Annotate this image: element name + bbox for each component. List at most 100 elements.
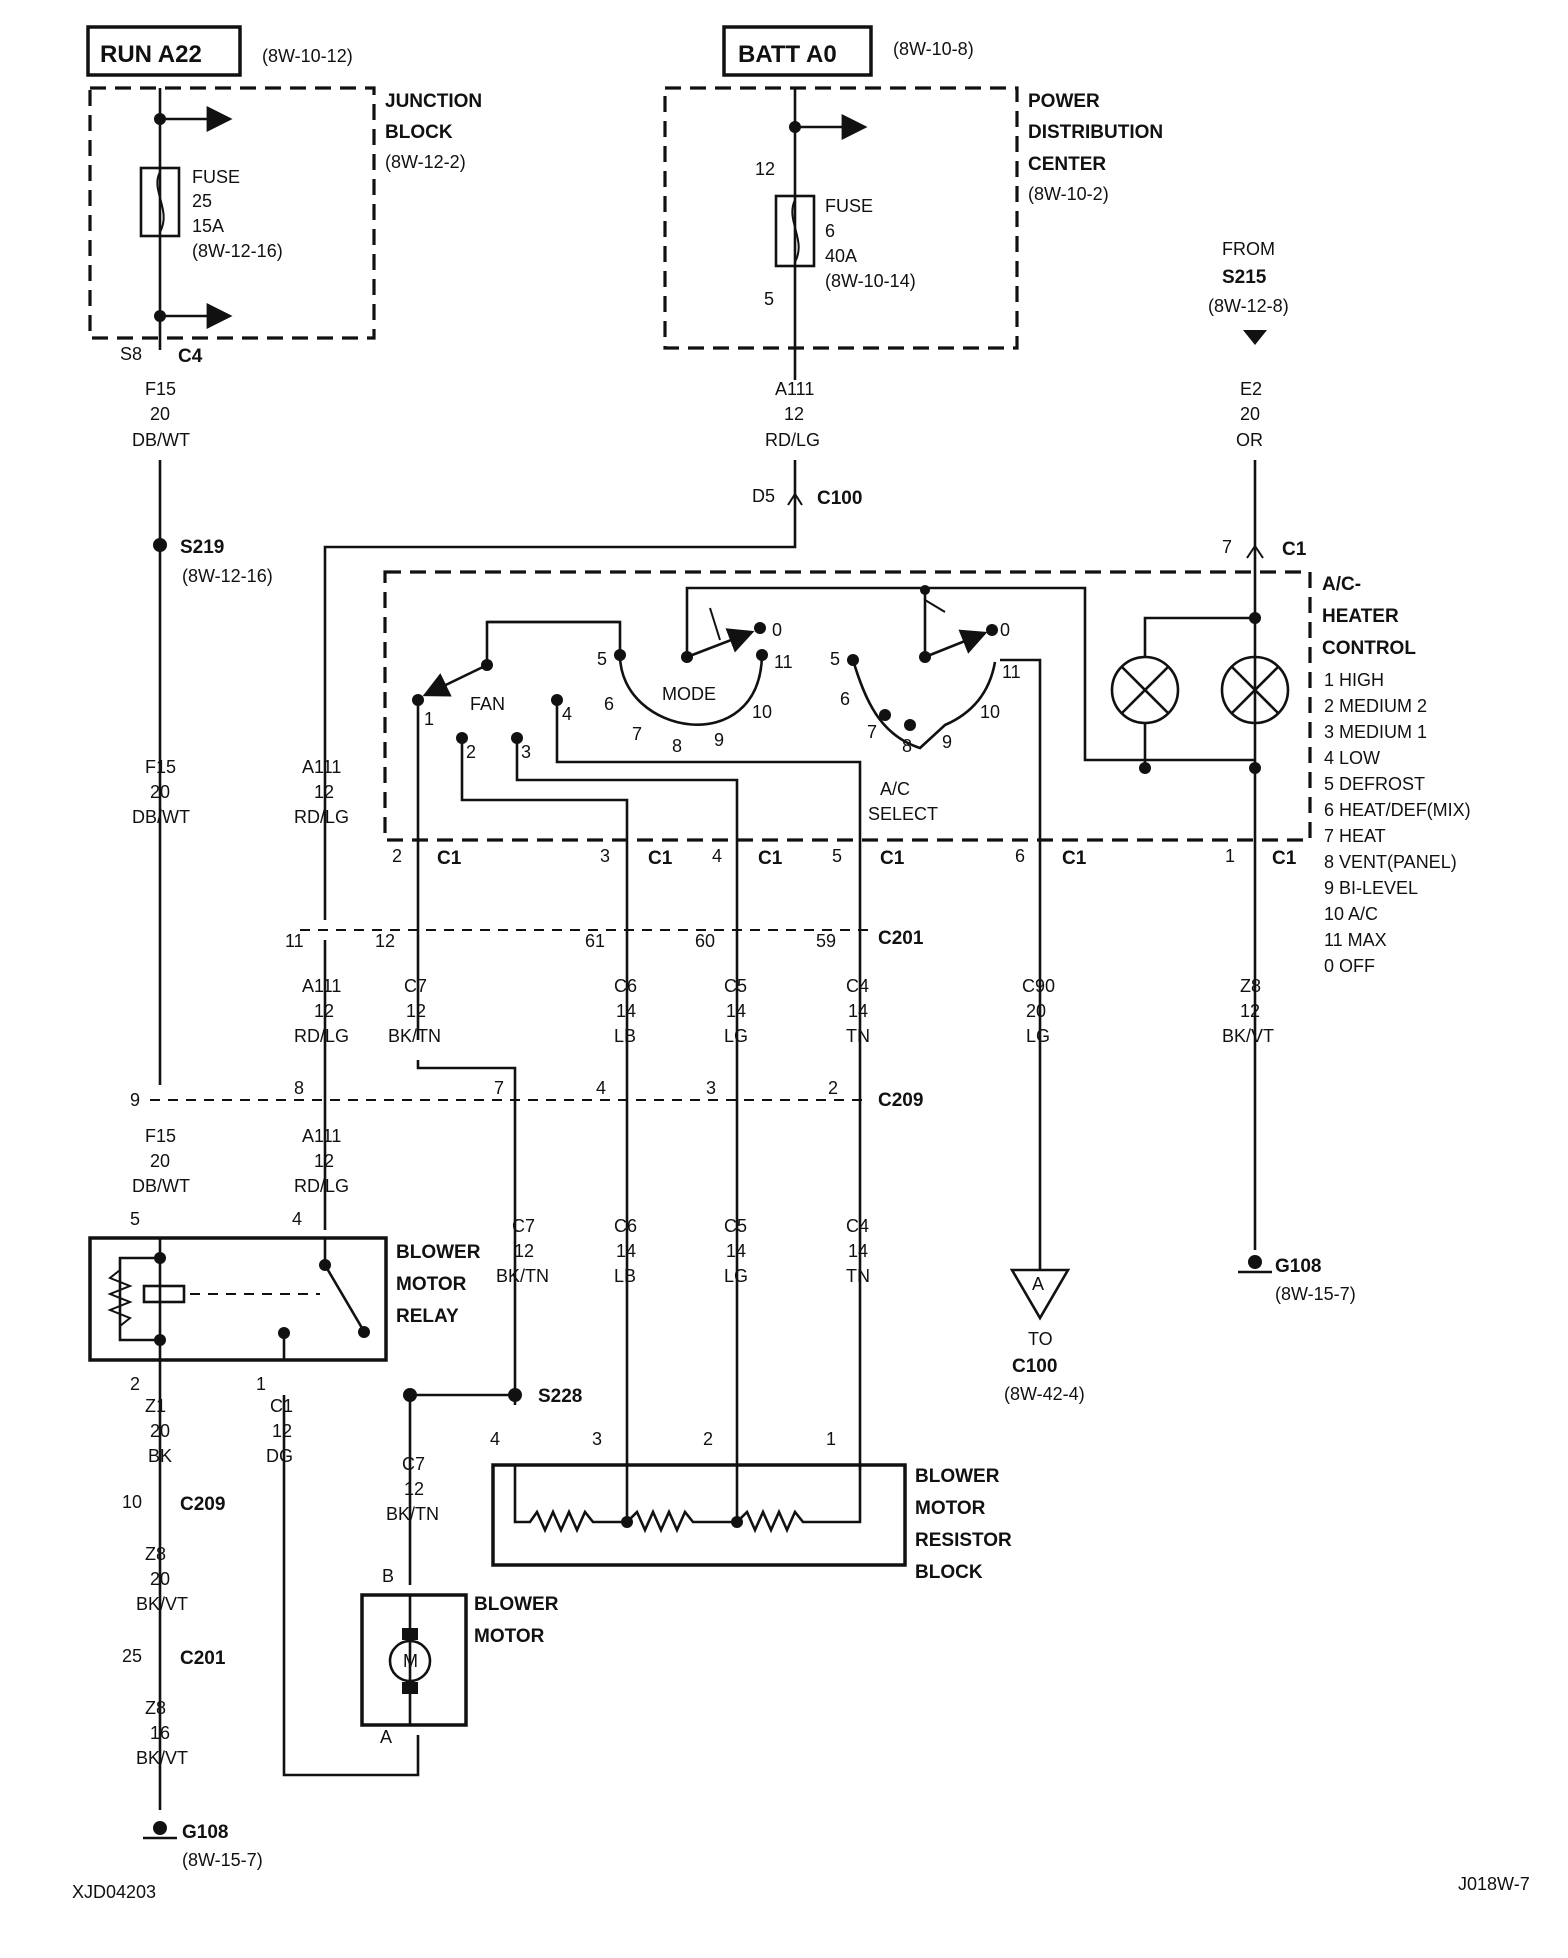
- svg-text:11: 11: [774, 652, 793, 672]
- svg-text:(8W-15-7): (8W-15-7): [1275, 1284, 1356, 1304]
- svg-text:59: 59: [816, 931, 836, 951]
- svg-text:1: 1: [256, 1374, 266, 1394]
- svg-text:2: 2: [392, 846, 402, 866]
- svg-text:1: 1: [424, 709, 434, 729]
- svg-text:BLOWER: BLOWER: [474, 1594, 559, 1615]
- connector-c100: D5 C100: [752, 486, 862, 509]
- svg-text:D5: D5: [752, 486, 775, 506]
- svg-text:3: 3: [592, 1429, 602, 1449]
- svg-text:BK/VT: BK/VT: [1222, 1026, 1274, 1046]
- footer-right: J018W-7: [1458, 1874, 1530, 1894]
- svg-text:LB: LB: [614, 1266, 636, 1286]
- svg-text:4: 4: [490, 1429, 500, 1449]
- svg-text:20: 20: [150, 1151, 170, 1171]
- junction-block: JUNCTION BLOCK (8W-12-2) FUSE 25 15A (8W…: [88, 86, 482, 367]
- svg-text:5 DEFROST: 5 DEFROST: [1324, 774, 1425, 794]
- svg-text:10 A/C: 10 A/C: [1324, 904, 1378, 924]
- svg-text:8: 8: [902, 736, 912, 756]
- svg-text:6: 6: [825, 221, 835, 241]
- svg-text:C90: C90: [1022, 976, 1055, 996]
- svg-text:C7: C7: [402, 1454, 425, 1474]
- svg-text:20: 20: [150, 782, 170, 802]
- svg-text:8: 8: [672, 736, 682, 756]
- svg-text:C100: C100: [817, 488, 862, 509]
- svg-text:8 VENT(PANEL): 8 VENT(PANEL): [1324, 852, 1457, 872]
- svg-text:Z8: Z8: [1240, 976, 1261, 996]
- svg-text:C4: C4: [178, 346, 203, 367]
- svg-text:(8W-42-4): (8W-42-4): [1004, 1384, 1085, 1404]
- wire-labels-under-c201: A111 12 RD/LG C7 12 BK/TN C6 14 LB C5 14…: [294, 976, 1274, 1046]
- svg-text:12: 12: [784, 404, 804, 424]
- svg-text:CENTER: CENTER: [1028, 154, 1106, 175]
- svg-text:14: 14: [726, 1001, 746, 1021]
- svg-text:12: 12: [404, 1479, 424, 1499]
- svg-text:2: 2: [703, 1429, 713, 1449]
- svg-text:C1: C1: [1062, 848, 1087, 869]
- ground-g108-left: G108 (8W-15-7): [143, 1821, 263, 1870]
- svg-text:2 MEDIUM 2: 2 MEDIUM 2: [1324, 696, 1427, 716]
- svg-text:S215: S215: [1222, 267, 1267, 288]
- svg-text:C4: C4: [846, 976, 869, 996]
- svg-text:C201: C201: [878, 928, 924, 949]
- svg-text:F15: F15: [145, 757, 176, 777]
- svg-text:RD/LG: RD/LG: [294, 1176, 349, 1196]
- svg-text:6: 6: [604, 694, 614, 714]
- svg-text:4: 4: [712, 846, 722, 866]
- svg-text:F15: F15: [145, 1126, 176, 1146]
- svg-text:LG: LG: [724, 1266, 748, 1286]
- svg-text:12: 12: [1240, 1001, 1260, 1021]
- splice-s219: S219 (8W-12-16): [153, 537, 273, 586]
- footer-left: XJD04203: [72, 1882, 156, 1902]
- wire-z8-bot: Z8 16 BK/VT: [136, 1698, 188, 1768]
- svg-text:11 MAX: 11 MAX: [1324, 930, 1387, 950]
- svg-text:A111: A111: [302, 757, 341, 777]
- svg-text:LG: LG: [1026, 1026, 1050, 1046]
- svg-text:A/C: A/C: [880, 779, 910, 799]
- svg-text:(8W-12-8): (8W-12-8): [1208, 296, 1289, 316]
- svg-text:12: 12: [406, 1001, 426, 1021]
- svg-text:6 HEAT/DEF(MIX): 6 HEAT/DEF(MIX): [1324, 800, 1471, 820]
- ac-heater-control: A/C- HEATER CONTROL 1 HIGH 2 MEDIUM 2 3 …: [383, 570, 1471, 976]
- connector-c209-low: 10 C209: [122, 1492, 225, 1515]
- svg-text:A: A: [380, 1727, 392, 1747]
- svg-text:A111: A111: [302, 1126, 341, 1146]
- svg-text:20: 20: [150, 1421, 170, 1441]
- to-c100-ref: A TO C100 (8W-42-4): [1004, 1268, 1085, 1404]
- svg-text:BK/TN: BK/TN: [496, 1266, 549, 1286]
- svg-text:MOTOR: MOTOR: [474, 1626, 545, 1647]
- blower-motor-resistor-block: BLOWER MOTOR RESISTOR BLOCK 4 3 2 1: [490, 1429, 1012, 1583]
- wire-f15-top: F15 20 DB/WT: [132, 379, 190, 450]
- svg-text:12: 12: [375, 931, 395, 951]
- svg-text:C209: C209: [878, 1090, 923, 1111]
- svg-text:(8W-12-2): (8W-12-2): [385, 152, 466, 172]
- svg-text:C1: C1: [270, 1396, 293, 1416]
- svg-text:61: 61: [585, 931, 605, 951]
- svg-text:C1: C1: [1272, 848, 1297, 869]
- wire-a111-mid: A111 12 RD/LG: [294, 757, 349, 827]
- svg-text:(8W-10-2): (8W-10-2): [1028, 184, 1109, 204]
- wire-e2: E2 20 OR: [1236, 379, 1263, 450]
- ground-g108-right: G108 (8W-15-7): [1238, 1255, 1356, 1304]
- svg-text:C100: C100: [1012, 1356, 1057, 1377]
- svg-text:BLOWER: BLOWER: [396, 1242, 481, 1263]
- indicator-lamp-right: [1220, 655, 1290, 725]
- svg-text:BK/TN: BK/TN: [388, 1026, 441, 1046]
- svg-text:C1: C1: [648, 848, 673, 869]
- svg-text:BATT A0: BATT A0: [738, 41, 837, 68]
- svg-text:11: 11: [285, 931, 304, 951]
- svg-text:10: 10: [122, 1492, 142, 1512]
- svg-text:15A: 15A: [192, 216, 224, 236]
- svg-text:Z8: Z8: [145, 1544, 166, 1564]
- blower-motor: BLOWER MOTOR B A M: [360, 1566, 559, 1747]
- svg-text:(8W-10-12): (8W-10-12): [262, 46, 353, 66]
- svg-text:C1: C1: [437, 848, 462, 869]
- svg-text:2: 2: [466, 742, 476, 762]
- svg-text:RD/LG: RD/LG: [765, 430, 820, 450]
- svg-text:BK/VT: BK/VT: [136, 1594, 188, 1614]
- svg-text:A111: A111: [775, 379, 814, 399]
- svg-text:TN: TN: [846, 1266, 870, 1286]
- svg-text:G108: G108: [182, 1822, 228, 1843]
- svg-text:BLOCK: BLOCK: [385, 122, 453, 143]
